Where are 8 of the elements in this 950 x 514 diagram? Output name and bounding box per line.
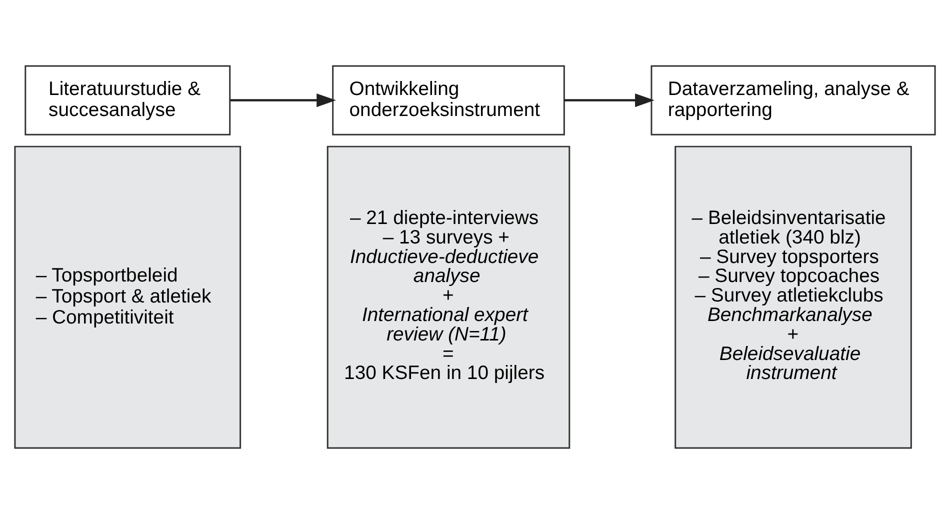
node-box: Ontwikkeling onderzoeksinstrument <box>332 65 565 136</box>
node-box: Dataverzameling, analyse & rapportering <box>650 65 936 136</box>
node-box: – 21 diepte-interviews – 13 surveys + Inductieve-deductieve analyse + International expert review (N=11) = 130 KSFen in 10 pijlers <box>326 146 570 449</box>
arrow <box>230 94 336 108</box>
node-box: – Beleidsinventarisatie atletiek (340 blz) – Survey topsporters – Survey topcoaches – Survey atletiekclubs Benchmarkanalyse + Beleidsevaluatie instrument <box>674 146 912 449</box>
node-box: – Topsportbeleid – Topsport & atletiek – Competitiviteit <box>14 146 242 449</box>
node-box: Literatuurstudie & succesanalyse <box>24 65 231 136</box>
arrow <box>564 94 654 108</box>
